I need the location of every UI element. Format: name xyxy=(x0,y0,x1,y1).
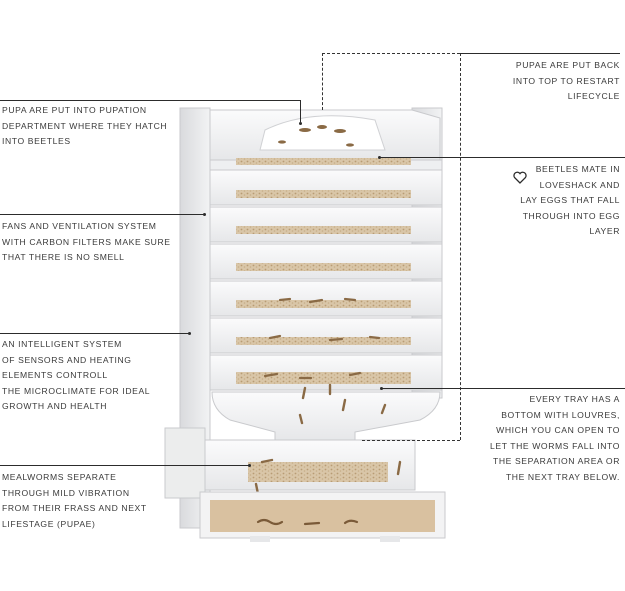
leader-dot-louvres xyxy=(380,387,383,390)
leader-line-fans xyxy=(0,214,205,215)
leader-line-pupae-back xyxy=(460,53,620,54)
leader-dot-intelligent xyxy=(188,332,191,335)
label-mealworms-separate: MEALWORMS SEPARATE THROUGH MILD VIBRATIO… xyxy=(2,472,147,529)
pupae-top xyxy=(278,125,354,147)
label-intelligent-system: AN INTELLIGENT SYSTEM OF SENSORS AND HEA… xyxy=(2,339,151,411)
leader-dot-pupa xyxy=(299,122,302,125)
dashed-return-line-bottom xyxy=(362,440,460,441)
leader-line-pupa xyxy=(0,100,300,101)
dashed-return-line-right xyxy=(460,53,461,440)
label-tray-louvres: EVERY TRAY HAS A BOTTOM WITH LOUVRES, WH… xyxy=(490,394,620,482)
vibration-unit xyxy=(164,427,206,499)
label-beetles-mate: BEETLES MATE IN LOVESHACK AND LAY EGGS T… xyxy=(520,164,620,236)
dashed-return-line-left xyxy=(322,53,323,110)
leader-dot-fans xyxy=(203,213,206,216)
trays xyxy=(209,158,443,391)
worms xyxy=(263,297,381,380)
leader-line-separate xyxy=(0,465,250,466)
leader-line-pupa-drop xyxy=(300,100,301,122)
separation-funnel xyxy=(211,391,441,441)
leader-line-intelligent xyxy=(0,333,190,334)
dashed-return-line-top xyxy=(322,53,460,54)
heart-outline-icon xyxy=(513,171,527,184)
leader-line-louvres xyxy=(382,388,625,389)
label-fans-ventilation: FANS AND VENTILATION SYSTEM WITH CARBON … xyxy=(2,221,171,262)
leader-dot-beetles xyxy=(378,156,381,159)
label-pupae-back: PUPAE ARE PUT BACK INTO TOP TO RESTART L… xyxy=(512,60,620,101)
leader-dot-separate xyxy=(248,464,251,467)
leader-line-beetles xyxy=(380,157,625,158)
label-pupa-department: PUPA ARE PUT INTO PUPATION DEPARTMENT WH… xyxy=(2,105,168,146)
